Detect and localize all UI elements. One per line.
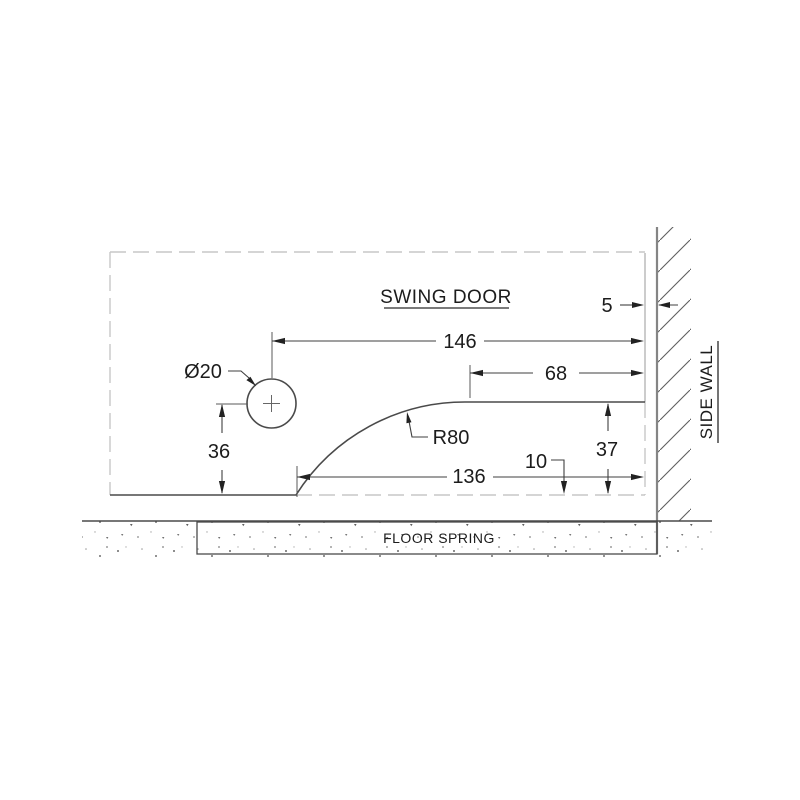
dim-36: 36 <box>208 403 248 494</box>
label-radius: R80 <box>406 412 469 449</box>
arrowhead-left <box>470 369 483 377</box>
arrowhead-right <box>631 337 644 345</box>
floor-spring-box <box>196 521 658 555</box>
dim-68: 68 <box>469 363 644 398</box>
dim-146-label: 146 <box>443 331 476 353</box>
arrowhead-right <box>632 302 644 308</box>
radius-label: R80 <box>433 427 470 449</box>
dim-10-label: 10 <box>525 451 547 473</box>
side-wall <box>655 227 691 554</box>
dim-36-label: 36 <box>208 441 230 463</box>
door-profile <box>110 401 645 496</box>
side-wall-label-group: SIDE WALL <box>697 341 719 443</box>
dim-5-label: 5 <box>601 295 612 317</box>
arrowhead-leader <box>406 412 412 424</box>
arrowhead-left <box>272 337 285 345</box>
dim-37: 37 <box>596 403 618 494</box>
wall-hatching <box>657 227 691 521</box>
arrowhead-down <box>604 481 612 494</box>
floor <box>82 520 715 558</box>
arrowhead-down <box>218 481 226 494</box>
arrowhead-left <box>297 473 310 481</box>
diameter-label: Ø20 <box>184 361 222 383</box>
arrowhead-leader <box>246 376 256 386</box>
floor-texture <box>82 521 715 558</box>
dim-68-label: 68 <box>545 363 567 385</box>
title-block: SWING DOOR <box>380 287 512 309</box>
drawing-title: SWING DOOR <box>380 287 512 308</box>
dim-5: 5 <box>601 295 678 317</box>
dim-136-label: 136 <box>452 466 485 488</box>
side-wall-label: SIDE WALL <box>697 345 716 440</box>
dim-10: 10 <box>525 451 568 494</box>
arrowhead-left <box>658 302 670 308</box>
arrowhead-down <box>560 481 568 494</box>
dim-37-label: 37 <box>596 439 618 461</box>
arrowhead-up <box>218 404 226 417</box>
door-outline-phantom <box>109 251 646 496</box>
label-diameter: Ø20 <box>184 361 256 386</box>
arrowhead-up <box>604 403 612 416</box>
dim-146: 146 <box>271 331 644 378</box>
arrowhead-right <box>631 369 644 377</box>
dim-136: 136 <box>296 466 644 497</box>
spindle <box>246 378 297 429</box>
arrowhead-right <box>631 473 644 481</box>
floor-spring-label: FLOOR SPRING <box>383 530 495 546</box>
